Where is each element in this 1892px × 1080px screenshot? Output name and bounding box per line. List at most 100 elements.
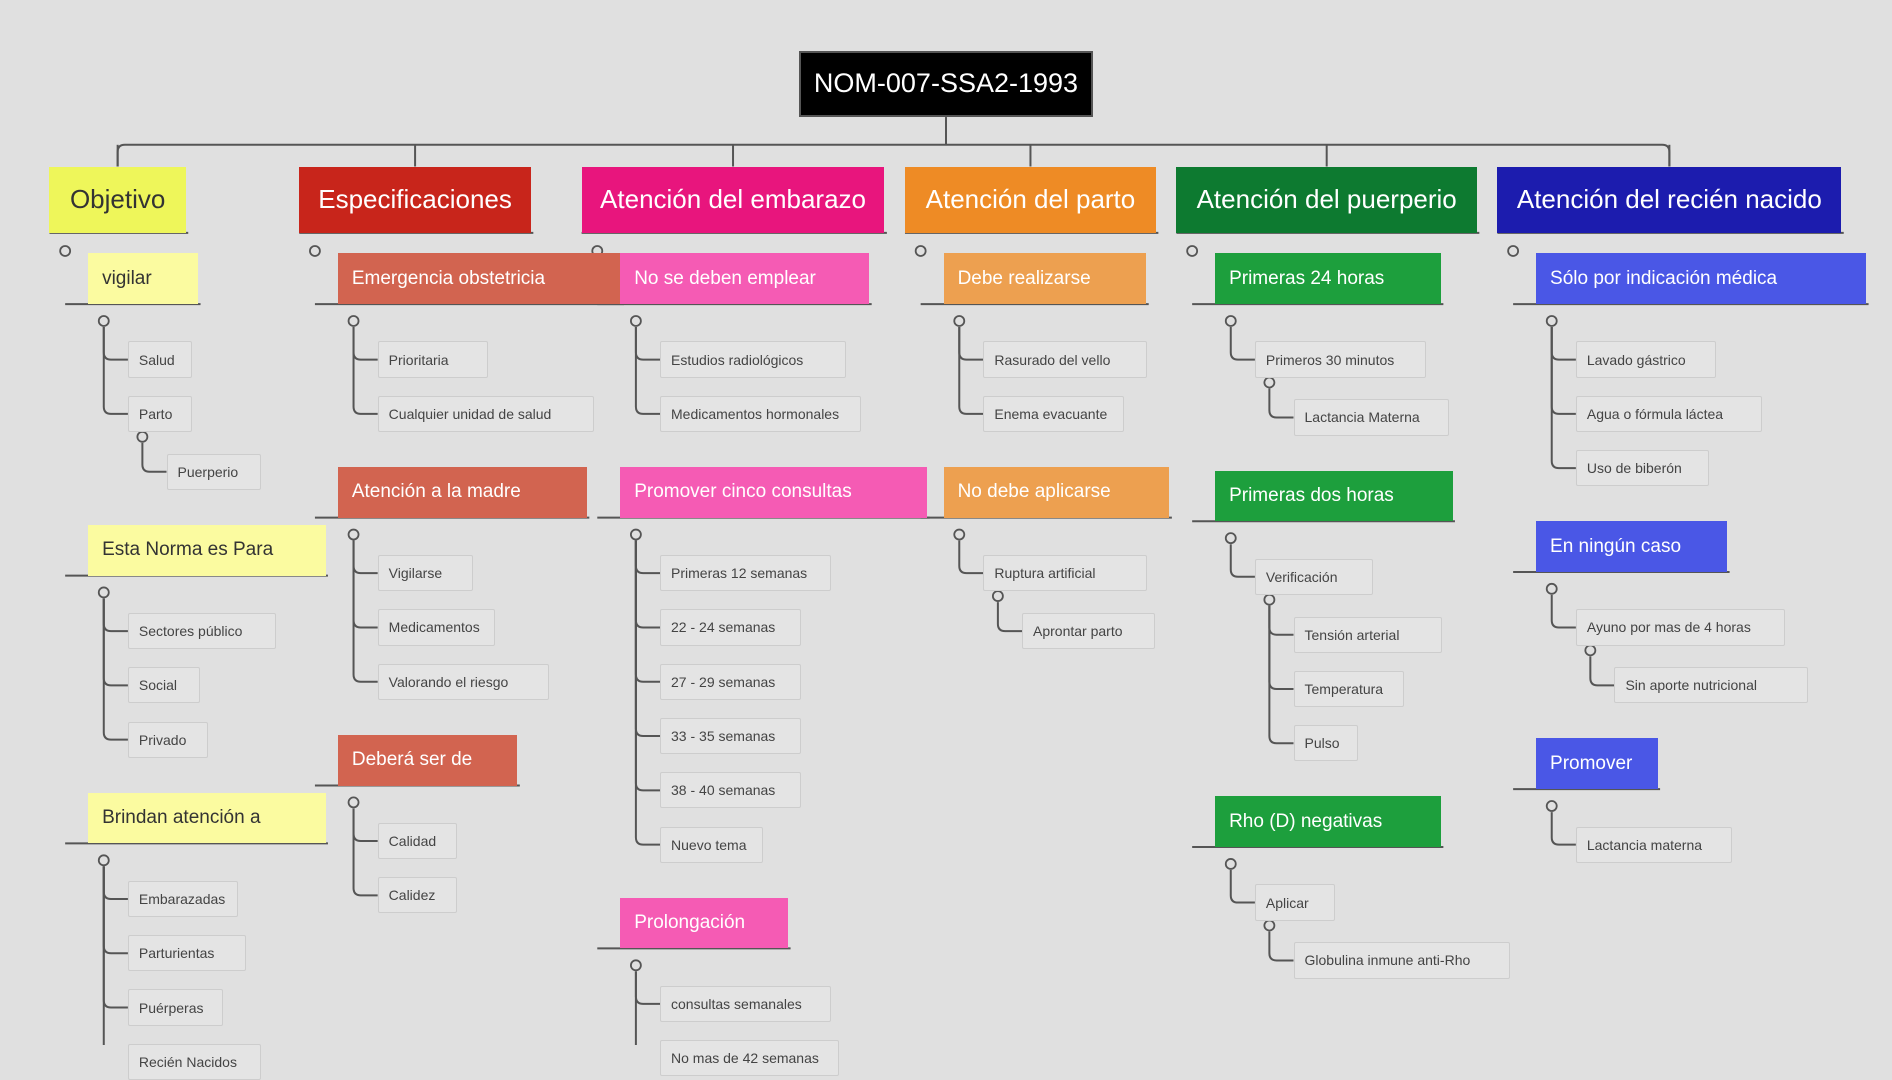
leaf-uso-de-biberon[interactable]: Uso de biberón	[1575, 450, 1709, 487]
category-atencion-del-puerperio-collapse-toggle[interactable]	[1186, 245, 1199, 257]
leaf-primeras-12-semanas[interactable]: Primeras 12 semanas	[660, 555, 831, 592]
leaf-27-29-semanas[interactable]: 27 - 29 semanas	[660, 663, 801, 700]
sub-en-ningun-caso-collapse-toggle[interactable]	[1545, 582, 1558, 595]
category-objetivo[interactable]: Objetivo	[49, 166, 186, 233]
sub-debera-ser-de[interactable]: Deberá ser de	[337, 734, 518, 786]
sub-primeras-24-horas-collapse-toggle[interactable]	[1224, 315, 1237, 327]
sub-primeras-dos-horas-collapse-toggle[interactable]	[1224, 532, 1237, 545]
leaf-lactancia-materna-label: Lactancia materna	[1586, 836, 1703, 853]
sub-debe-realizarse-collapse-toggle[interactable]	[953, 315, 966, 327]
sub-promover-collapse-toggle[interactable]	[1545, 800, 1558, 812]
leaf-calidez[interactable]: Calidez	[377, 877, 458, 914]
leaf-parto[interactable]: Parto	[127, 395, 193, 432]
sub-brindan-atencion-a[interactable]: Brindan atención a	[88, 792, 326, 844]
leaf-verificacion[interactable]: Verificación	[1254, 558, 1373, 595]
leaf-aplicar-collapse-toggle[interactable]	[1263, 919, 1276, 932]
leaf-enema-evacuante[interactable]: Enema evacuante	[983, 395, 1124, 432]
leaf-puerperas[interactable]: Puérperas	[127, 989, 223, 1026]
category-atencion-del-puerperio[interactable]: Atención del puerperio	[1176, 166, 1477, 233]
leaf-ayuno-por-mas-de-4-horas-collapse-toggle[interactable]	[1584, 644, 1597, 657]
sub-brindan-atencion-a-collapse-toggle[interactable]	[97, 854, 110, 867]
sub-rho-d-negativas-collapse-toggle[interactable]	[1224, 858, 1237, 870]
sub-emergencia-obstetricia[interactable]: Emergencia obstetricia	[337, 253, 622, 305]
sub-promover-cinco-consultas-label: Promover cinco consultas	[634, 481, 852, 503]
sub-primeras-24-horas[interactable]: Primeras 24 horas	[1215, 253, 1441, 305]
leaf-lavado-gastrico[interactable]: Lavado gástrico	[1575, 341, 1717, 378]
category-atencion-del-recien-nacido-collapse-toggle[interactable]	[1507, 245, 1520, 257]
sub-vigilar[interactable]: vigilar	[88, 253, 199, 305]
leaf-vigilarse[interactable]: Vigilarse	[377, 555, 473, 592]
category-atencion-del-parto-collapse-toggle[interactable]	[914, 245, 927, 257]
sub-en-ningun-caso[interactable]: En ningún caso	[1536, 521, 1728, 572]
sub-esta-norma-es-para-collapse-toggle[interactable]	[97, 586, 110, 599]
leaf-parturientas[interactable]: Parturientas	[127, 935, 246, 972]
leaf-lactancia-materna[interactable]: Lactancia materna	[1575, 826, 1732, 863]
leaf-33-35-semanas[interactable]: 33 - 35 semanas	[660, 717, 801, 755]
leaf-consultas-semanales[interactable]: consultas semanales	[660, 985, 831, 1022]
leaf-estudios-radiologicos[interactable]: Estudios radiológicos	[660, 341, 847, 378]
leaf-cualquier-unidad-de-salud[interactable]: Cualquier unidad de salud	[377, 395, 595, 432]
leaf-primeros-30-minutos[interactable]: Primeros 30 minutos	[1254, 341, 1426, 378]
leaf-temperatura[interactable]: Temperatura	[1293, 670, 1404, 708]
sub-atencion-a-la-madre[interactable]: Atención a la madre	[337, 466, 587, 518]
sub-atencion-a-la-madre-collapse-toggle[interactable]	[347, 528, 360, 541]
leaf-sin-aporte-nutricional[interactable]: Sin aporte nutricional	[1614, 667, 1809, 704]
leaf-valorando-el-riesgo[interactable]: Valorando el riesgo	[377, 663, 549, 700]
leaf-parto-collapse-toggle[interactable]	[136, 430, 149, 443]
sub-promover-cinco-consultas[interactable]: Promover cinco consultas	[620, 466, 928, 518]
leaf-primeros-30-minutos-collapse-toggle[interactable]	[1263, 376, 1276, 389]
leaf-aplicar[interactable]: Aplicar	[1254, 884, 1335, 921]
leaf-puerperio[interactable]: Puerperio	[166, 453, 262, 490]
leaf-pulso[interactable]: Pulso	[1293, 725, 1359, 762]
leaf-globulina-inmune-anti-rho[interactable]: Globulina inmune anti-Rho	[1293, 942, 1511, 979]
leaf-recien-nacidos[interactable]: Recién Nacidos	[127, 1043, 261, 1080]
sub-no-debe-aplicarse[interactable]: No debe aplicarse	[943, 466, 1170, 518]
leaf-calidad[interactable]: Calidad	[377, 822, 458, 860]
leaf-salud[interactable]: Salud	[127, 341, 193, 378]
leaf-medicamentos[interactable]: Medicamentos	[377, 609, 496, 646]
sub-esta-norma-es-para[interactable]: Esta Norma es Para	[88, 524, 326, 576]
leaf-aprontar-parto[interactable]: Aprontar parto	[1022, 612, 1155, 650]
leaf-tension-arterial[interactable]: Tensión arterial	[1293, 616, 1442, 653]
category-atencion-del-recien-nacido[interactable]: Atención del recién nacido	[1497, 166, 1842, 233]
sub-promover[interactable]: Promover	[1536, 738, 1658, 790]
leaf-agua-o-formula-lactea[interactable]: Agua o fórmula láctea	[1575, 395, 1763, 432]
sub-prolongacion[interactable]: Prolongación	[620, 897, 789, 949]
sub-vigilar-collapse-toggle[interactable]	[97, 315, 110, 327]
sub-primeras-dos-horas[interactable]: Primeras dos horas	[1215, 470, 1453, 522]
sub-solo-por-indicacion-medica-collapse-toggle[interactable]	[1545, 315, 1558, 327]
sub-debera-ser-de-collapse-toggle[interactable]	[347, 796, 360, 809]
sub-no-se-deben-emplear-collapse-toggle[interactable]	[629, 315, 642, 327]
sub-vigilar-label: vigilar	[102, 267, 152, 289]
leaf-38-40-semanas[interactable]: 38 - 40 semanas	[660, 772, 801, 809]
sub-promover-cinco-consultas-collapse-toggle[interactable]	[629, 528, 642, 541]
category-atencion-del-embarazo[interactable]: Atención del embarazo	[581, 166, 885, 233]
leaf-lactancia-materna[interactable]: Lactancia Materna	[1293, 399, 1450, 436]
sub-no-debe-aplicarse-collapse-toggle[interactable]	[953, 528, 966, 541]
leaf-sectores-publico[interactable]: Sectores público	[127, 612, 277, 650]
leaf-ruptura-artificial-collapse-toggle[interactable]	[991, 590, 1004, 602]
leaf-medicamentos-hormonales[interactable]: Medicamentos hormonales	[660, 395, 862, 432]
leaf-ayuno-por-mas-de-4-horas[interactable]: Ayuno por mas de 4 horas	[1575, 609, 1785, 646]
sub-emergencia-obstetricia-collapse-toggle[interactable]	[347, 315, 360, 327]
category-especificaciones-collapse-toggle[interactable]	[309, 245, 321, 257]
leaf-rasurado-del-vello[interactable]: Rasurado del vello	[983, 341, 1147, 378]
category-especificaciones[interactable]: Especificaciones	[299, 166, 531, 233]
leaf-social[interactable]: Social	[127, 667, 201, 704]
leaf-22-24-semanas[interactable]: 22 - 24 semanas	[660, 609, 801, 646]
sub-no-se-deben-emplear[interactable]: No se deben emplear	[620, 253, 870, 305]
leaf-embarazadas[interactable]: Embarazadas	[127, 880, 239, 918]
leaf-verificacion-collapse-toggle[interactable]	[1263, 593, 1276, 606]
category-atencion-del-parto[interactable]: Atención del parto	[904, 166, 1156, 233]
sub-prolongacion-collapse-toggle[interactable]	[629, 959, 642, 972]
sub-debe-realizarse[interactable]: Debe realizarse	[943, 253, 1147, 305]
leaf-no-mas-de-42-semanas[interactable]: No mas de 42 semanas	[660, 1040, 839, 1077]
leaf-privado[interactable]: Privado	[127, 721, 208, 758]
leaf-prioritaria[interactable]: Prioritaria	[377, 341, 488, 378]
sub-rho-d-negativas[interactable]: Rho (D) negativas	[1215, 796, 1441, 848]
leaf-ruptura-artificial[interactable]: Ruptura artificial	[983, 555, 1147, 592]
category-objetivo-collapse-toggle[interactable]	[59, 245, 72, 257]
root-node[interactable]: NOM-007-SSA2-1993	[798, 50, 1094, 118]
sub-solo-por-indicacion-medica[interactable]: Sólo por indicación médica	[1536, 253, 1867, 305]
leaf-nuevo-tema[interactable]: Nuevo tema	[660, 826, 763, 863]
